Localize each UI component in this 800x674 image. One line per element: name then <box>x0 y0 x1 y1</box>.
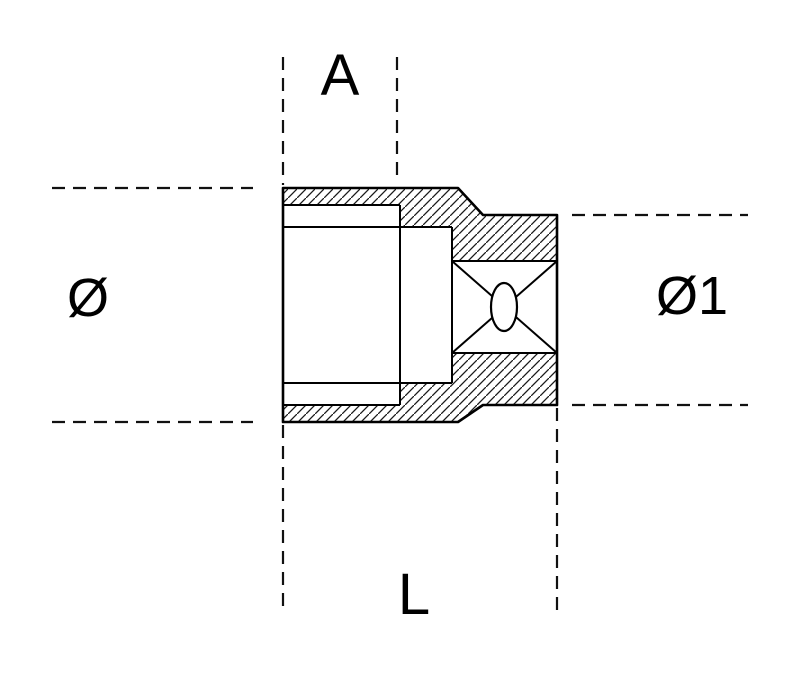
dim-label-l: L <box>398 562 430 627</box>
dim-label-diameter1: Ø1 <box>656 266 728 326</box>
dim-label-diameter: Ø <box>67 268 109 328</box>
socket-body-outline <box>281 186 559 424</box>
hatch-bottom-wall <box>283 353 557 422</box>
dim-label-a: A <box>321 43 360 108</box>
hatch-top-wall <box>283 188 557 261</box>
socket-interior-lines <box>283 204 558 406</box>
ball-detent-hole <box>489 281 519 333</box>
dimension-lines <box>52 57 748 612</box>
dimension-labels: A Ø Ø1 L <box>67 43 728 627</box>
